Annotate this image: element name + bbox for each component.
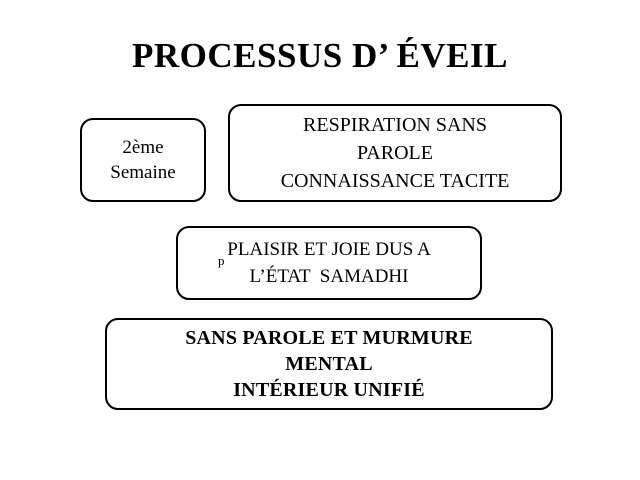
box-plaisir[interactable]: PLAISIR ET JOIE DUS A L’ÉTAT SAMADHI p	[176, 226, 482, 300]
box-plaisir-line-2: L’ÉTAT SAMADHI	[249, 266, 409, 287]
page-title: PROCESSUS D’ ÉVEIL	[132, 36, 508, 75]
box-sans-parole-line-2: MENTAL	[285, 353, 373, 375]
box-sans-parole-line-3: INTÉRIEUR UNIFIÉ	[233, 379, 425, 401]
box-respiration[interactable]: RESPIRATION SANS PAROLE CONNAISSANCE TAC…	[228, 104, 562, 202]
box-week-line-2: Semaine	[110, 162, 176, 183]
box-sans-parole[interactable]: SANS PAROLE ET MURMURE MENTAL INTÉRIEUR …	[105, 318, 553, 410]
box-respiration-line-2: PAROLE	[357, 142, 433, 164]
box-week[interactable]: 2ème Semaine	[80, 118, 206, 202]
box-plaisir-line-1: PLAISIR ET JOIE DUS A	[227, 239, 431, 260]
box-respiration-line-1: RESPIRATION SANS	[303, 114, 487, 136]
stray-p-glyph: p	[218, 253, 225, 268]
box-respiration-line-3: CONNAISSANCE TACITE	[280, 170, 510, 192]
box-week-line-1: 2ème	[122, 137, 164, 158]
box-sans-parole-line-1: SANS PAROLE ET MURMURE	[185, 327, 473, 349]
